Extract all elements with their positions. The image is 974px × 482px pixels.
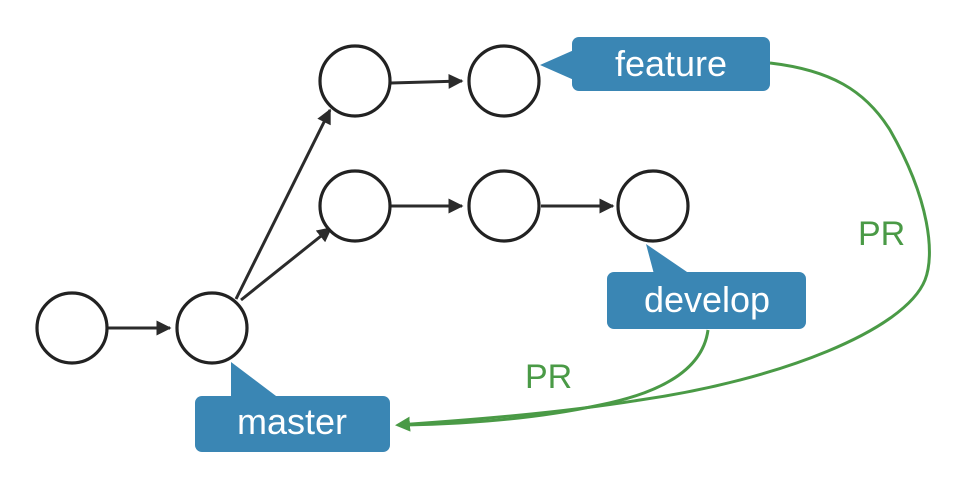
commit-feature-2 [467, 44, 541, 118]
commit-master-head [175, 291, 249, 365]
commit-develop-3 [616, 169, 690, 243]
branch-label-master: master [195, 362, 390, 452]
branch-label-feature: feature [540, 37, 770, 91]
commit-root [35, 291, 109, 365]
pr-arrow-develop-to-master [404, 329, 710, 427]
commit-develop-2 [467, 169, 541, 243]
branch-label-develop-text: develop [644, 279, 770, 320]
pr-label-develop: PR [525, 358, 572, 396]
edge-feature-1-to-feature-2 [390, 73, 464, 89]
pr-label-feature: PR [858, 215, 905, 253]
edge-master-to-feature [234, 108, 332, 300]
commit-feature-1 [318, 44, 392, 118]
pr-arrow-feature-to-master [395, 61, 931, 432]
branch-label-feature-text: feature [615, 43, 727, 84]
edge-master-to-develop [240, 226, 333, 302]
branch-label-develop: develop [607, 244, 806, 329]
branch-label-master-text: master [237, 401, 347, 442]
commit-develop-1 [318, 169, 392, 243]
